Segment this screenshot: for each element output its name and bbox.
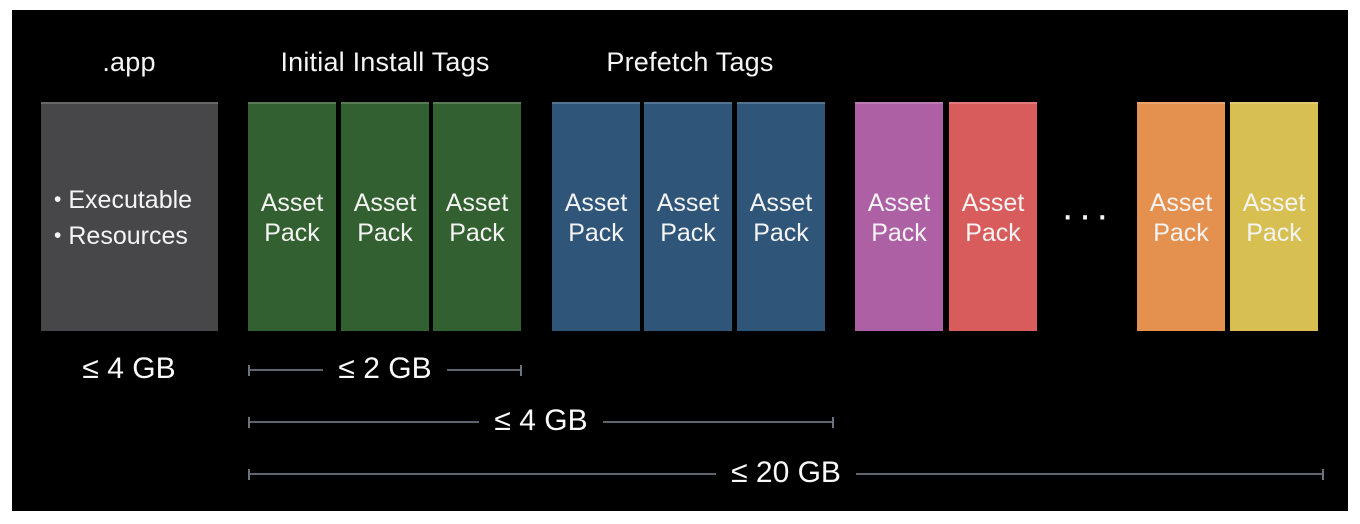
asset-pack-label: Asset Pack bbox=[961, 188, 1025, 247]
asset-pack-box: Asset Pack bbox=[737, 102, 825, 331]
asset-pack-box: Asset Pack bbox=[248, 102, 336, 331]
asset-pack-label: Asset Pack bbox=[260, 188, 324, 247]
bracket-left-tick bbox=[248, 416, 250, 428]
bullet-icon: • bbox=[54, 223, 62, 247]
bracket-left-tick bbox=[248, 364, 250, 376]
bracket-line bbox=[446, 369, 521, 371]
bracket-line bbox=[250, 421, 480, 423]
app-bundle-item-executable: •Executable bbox=[54, 185, 218, 215]
asset-pack-label: Asset Pack bbox=[1242, 188, 1306, 247]
slide-panel: .app Initial Install Tags Prefetch Tags … bbox=[12, 10, 1348, 511]
app-column-header: .app bbox=[102, 47, 156, 77]
asset-pack-box: Asset Pack bbox=[433, 102, 521, 331]
asset-pack-box: Asset Pack bbox=[341, 102, 429, 331]
app-bundle-item-label: Executable bbox=[68, 185, 193, 214]
size-limit-label: ≤ 20 GB bbox=[731, 456, 841, 489]
asset-pack-label: Asset Pack bbox=[749, 188, 813, 247]
bracket-right-tick bbox=[1322, 468, 1325, 480]
initial-plus-prefetch-size-bracket: ≤ 4 GB bbox=[248, 404, 835, 439]
asset-pack-box: Asset Pack bbox=[949, 102, 1037, 331]
total-size-bracket: ≤ 20 GB bbox=[248, 456, 1325, 491]
asset-pack-box: Asset Pack bbox=[1137, 102, 1225, 331]
app-bundle-item-resources: •Resources bbox=[54, 221, 218, 251]
asset-pack-label: Asset Pack bbox=[445, 188, 509, 247]
app-bundle-box: •Executable •Resources bbox=[41, 102, 218, 331]
bracket-right-tick bbox=[832, 416, 835, 428]
asset-pack-label: Asset Pack bbox=[564, 188, 628, 247]
asset-pack-box: Asset Pack bbox=[855, 102, 943, 331]
asset-pack-box: Asset Pack bbox=[552, 102, 640, 331]
size-limit-label: ≤ 2 GB bbox=[338, 352, 432, 385]
bracket-left-tick bbox=[248, 468, 250, 480]
size-limit-label: ≤ 4 GB bbox=[82, 352, 176, 385]
app-size-limit: ≤ 4 GB bbox=[67, 352, 190, 387]
more-packs-ellipsis: ··· bbox=[1061, 193, 1113, 237]
app-bundle-item-label: Resources bbox=[68, 221, 188, 250]
asset-pack-box: Asset Pack bbox=[1230, 102, 1318, 331]
initial-install-tags-header: Initial Install Tags bbox=[280, 47, 490, 77]
bracket-line bbox=[602, 421, 833, 423]
asset-pack-label: Asset Pack bbox=[1149, 188, 1213, 247]
bracket-line bbox=[250, 369, 324, 371]
asset-pack-label: Asset Pack bbox=[353, 188, 417, 247]
asset-pack-label: Asset Pack bbox=[867, 188, 931, 247]
bracket-line bbox=[250, 473, 717, 475]
size-limit-label: ≤ 4 GB bbox=[494, 404, 588, 437]
prefetch-tags-header: Prefetch Tags bbox=[606, 47, 774, 77]
bullet-icon: • bbox=[54, 187, 62, 211]
initial-install-size-bracket: ≤ 2 GB bbox=[248, 352, 523, 387]
bracket-right-tick bbox=[520, 364, 523, 376]
asset-pack-label: Asset Pack bbox=[656, 188, 720, 247]
bracket-line bbox=[855, 473, 1323, 475]
asset-pack-box: Asset Pack bbox=[644, 102, 732, 331]
